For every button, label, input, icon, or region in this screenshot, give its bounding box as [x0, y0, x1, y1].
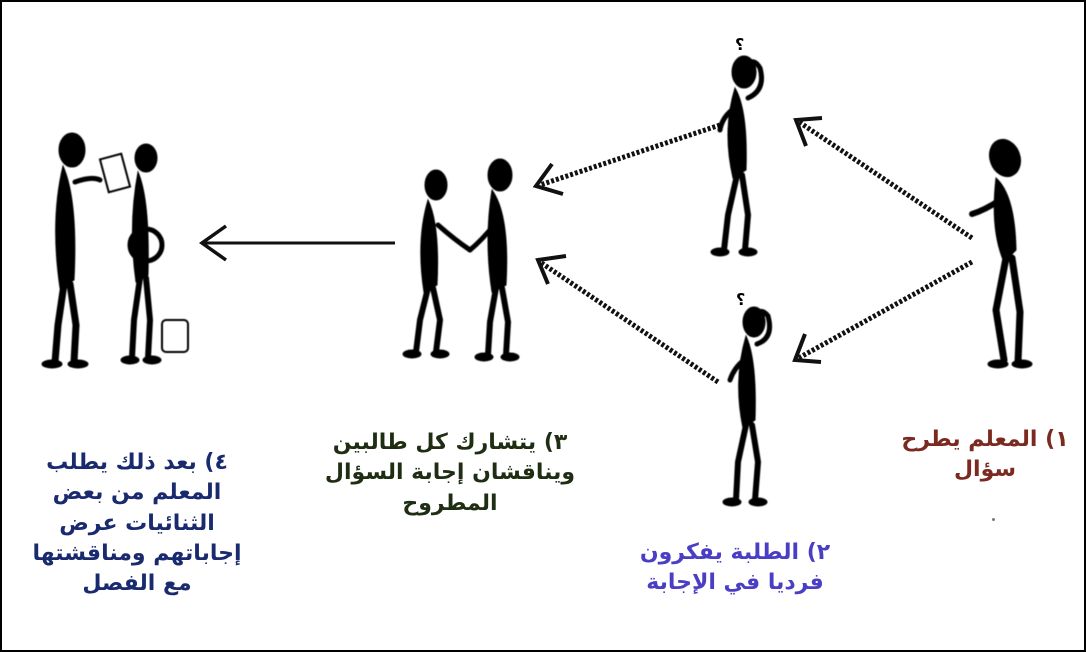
decorative-dot [992, 518, 995, 521]
step-1-caption: ١) المعلم يطرح سؤال [900, 425, 1070, 486]
arrow-lower-student-to-pair [535, 254, 720, 385]
step-1-line-2: سؤال [953, 457, 1017, 483]
arrow-teacher-to-lower-student [792, 259, 974, 364]
class-presentation-group [41, 132, 189, 369]
upper-question-mark: ؟ [735, 35, 744, 54]
lower-thinking-student [722, 306, 773, 507]
teacher-figure [969, 138, 1033, 369]
step-3-line-2: ويناقشان إجابة السؤال [324, 460, 576, 486]
step-4-line-3: الثنائيات عرض [59, 510, 215, 536]
step-3-line-3: المطروح [402, 490, 498, 516]
pair-of-students [402, 158, 520, 362]
step-3-caption: ٣) يتشارك كل طالبين ويناقشان إجابة السؤا… [300, 428, 600, 519]
step-4-line-1: ٤) بعد ذلك يطلب [46, 450, 228, 475]
step-4-line-5: مع الفصل [82, 571, 192, 597]
lower-question-mark: ؟ [736, 290, 745, 309]
step-2-caption: ٢) الطلبة يفكرون فرديا في الإجابة [595, 538, 875, 599]
step-4-caption: ٤) بعد ذلك يطلب المعلم من بعض الثنائيات … [12, 448, 262, 600]
step-4-line-2: المعلم من بعض [52, 480, 222, 506]
step-4-line-4: إجاباتهم ومناقشتها [32, 541, 242, 567]
step-1-line-1: ١) المعلم يطرح [901, 427, 1069, 452]
upper-thinking-student [710, 55, 764, 257]
step-3-line-1: ٣) يتشارك كل طالبين [332, 430, 568, 455]
arrow-upper-student-to-pair [532, 122, 721, 196]
step-2-line-1: ٢) الطلبة يفكرون [639, 540, 831, 565]
arrow-pair-to-class [198, 224, 395, 262]
step-2-line-2: فرديا في الإجابة [646, 570, 824, 596]
arrow-teacher-to-upper-student [793, 116, 974, 241]
